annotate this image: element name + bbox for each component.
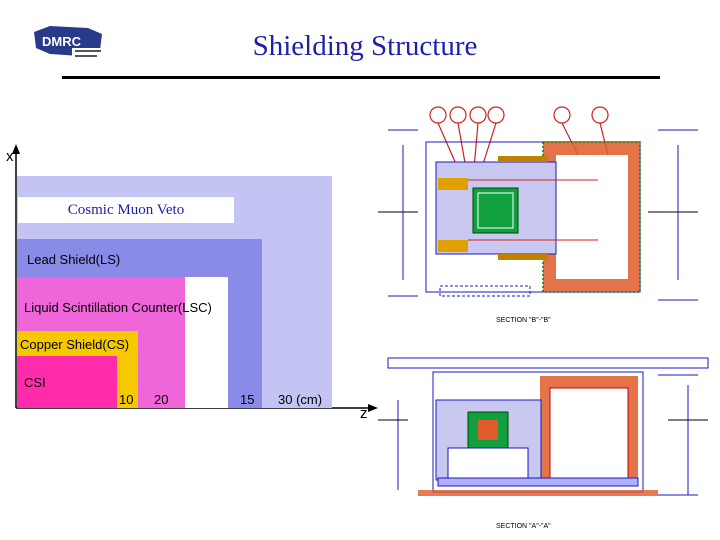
csi-label: CSI [24, 375, 46, 390]
section-a-caption: SECTION "A"-"A" [496, 523, 551, 530]
section-b-caption: SECTION "B"-"B" [496, 317, 551, 324]
title-divider [62, 76, 660, 79]
x-axis-label: x [6, 148, 14, 165]
z-axis-label: z [360, 405, 368, 422]
layer-lsc-white [185, 277, 228, 408]
x-axis-arrow [12, 144, 20, 154]
copper-shield-label: Copper Shield(CS) [20, 337, 130, 352]
logo-text: DMRC [42, 34, 82, 49]
page-title: Shielding Structure [252, 30, 478, 62]
lsc-label: Liquid Scintillation Counter(LSC) [24, 300, 212, 315]
tick-label: 15 [240, 392, 255, 407]
section-b-drawing: SECTION "B"-"B" [378, 106, 698, 324]
section-a-drawing: SECTION "A"-"A" [378, 357, 709, 530]
lead-shield-label: Lead Shield(LS) [27, 252, 121, 267]
tick-label: 20 [154, 392, 169, 407]
logo: DMRC [34, 26, 106, 60]
z-axis-arrow [368, 404, 378, 412]
cosmic-muon-veto-label: Cosmic Muon Veto [18, 197, 234, 223]
engineering-drawings: SECTION "B"-"B" SECTION "A"-"A" [378, 106, 709, 530]
tick-label: 10 [119, 392, 134, 407]
tick-label: 30 (cm) [278, 392, 323, 407]
axes [12, 144, 378, 412]
layer-csi [17, 356, 117, 408]
